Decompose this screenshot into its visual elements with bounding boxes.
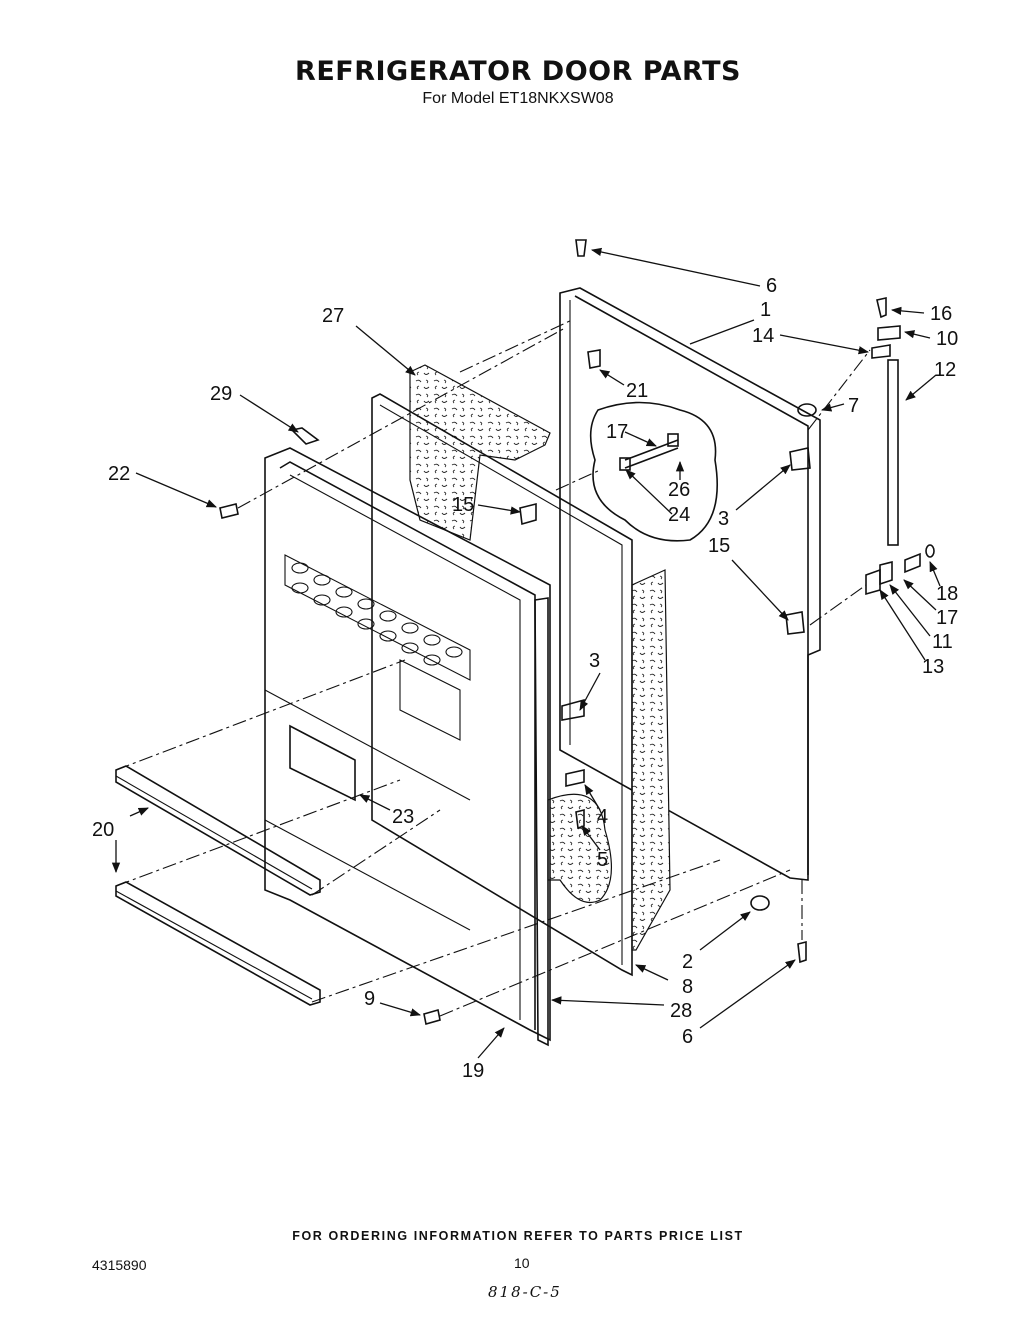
callout-2: 2 <box>682 951 693 973</box>
hinge-bottom <box>865 568 881 596</box>
door-insulation-cutaway <box>547 793 613 904</box>
callout-14: 14 <box>752 325 774 347</box>
hinge-top <box>877 325 901 341</box>
callout-3-left: 3 <box>589 650 600 672</box>
hinge-bracket-top <box>871 344 891 359</box>
callout-16: 16 <box>930 303 952 325</box>
hinge-bracket-bottom-left <box>561 698 585 721</box>
butter-compartment-door <box>289 724 356 802</box>
page-title: REFRIGERATOR DOOR PARTS <box>295 56 741 87</box>
callout-12: 12 <box>934 359 956 381</box>
page-number: 10 <box>514 1255 530 1271</box>
cutaway-detail-outline <box>589 401 718 542</box>
callout-8: 8 <box>682 976 693 998</box>
hinge-plate <box>879 560 893 586</box>
callout-19: 19 <box>462 1060 484 1082</box>
door-stop-bushing <box>797 403 817 417</box>
callout-21: 21 <box>626 380 648 402</box>
egg-holder <box>291 562 463 666</box>
hinge-bracket-right <box>789 447 811 471</box>
door-gasket <box>371 393 633 977</box>
callout-6-bottom: 6 <box>682 1026 693 1048</box>
callout-24: 24 <box>668 504 690 526</box>
callout-9: 9 <box>364 988 375 1010</box>
door-shelf-upper <box>115 765 321 896</box>
outer-door-panel <box>559 287 821 881</box>
top-screw <box>575 239 587 257</box>
callout-18: 18 <box>936 583 958 605</box>
bottom-liner-screw <box>423 1008 441 1026</box>
bottom-bushing <box>750 895 770 911</box>
callout-26: 26 <box>668 479 690 501</box>
callout-20: 20 <box>92 819 114 841</box>
callout-17-detail: 17 <box>606 421 628 443</box>
ordering-info-note: FOR ORDERING INFORMATION REFER TO PARTS … <box>292 1229 744 1243</box>
callout-1: 1 <box>760 299 771 321</box>
callout-13: 13 <box>922 656 944 678</box>
door-insulation-side <box>631 569 671 951</box>
model-subtitle: For Model ET18NKXSW08 <box>422 90 614 107</box>
handwritten-note: 818-C-5 <box>488 1283 562 1301</box>
hinge-bracket-lower-right <box>785 611 805 635</box>
callout-10: 10 <box>936 328 958 350</box>
door-cam <box>565 769 585 787</box>
callout-28: 28 <box>670 1000 692 1022</box>
hinge-screw <box>904 552 921 574</box>
callout-15-right: 15 <box>708 535 730 557</box>
door-clip <box>519 502 537 526</box>
hinge-washer <box>925 544 935 558</box>
callout-17-hinge: 17 <box>936 607 958 629</box>
callout-15-left: 15 <box>452 494 474 516</box>
callout-6-top: 6 <box>766 275 777 297</box>
gasket-strip <box>534 597 549 1047</box>
callout-22: 22 <box>108 463 130 485</box>
callout-11: 11 <box>932 631 953 653</box>
callout-3-right: 3 <box>718 508 729 530</box>
bottom-screw <box>797 940 807 964</box>
side-screw-left <box>219 503 239 519</box>
callout-5: 5 <box>597 849 608 871</box>
callout-23: 23 <box>392 806 414 828</box>
door-closer-rod <box>887 359 899 546</box>
document-number: 4315890 <box>92 1257 147 1273</box>
hinge-pin-top <box>876 297 887 319</box>
callout-27: 27 <box>322 305 344 327</box>
callout-7: 7 <box>848 395 859 417</box>
callout-29: 29 <box>210 383 232 405</box>
inner-door-liner <box>264 447 551 1042</box>
door-plug <box>587 349 601 369</box>
callout-4: 4 <box>597 806 608 828</box>
